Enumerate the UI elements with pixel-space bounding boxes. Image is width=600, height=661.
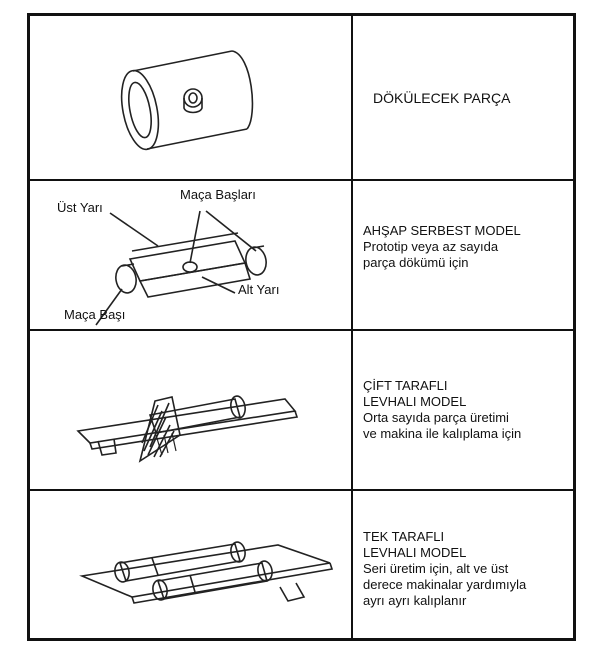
single-plate-desc-line-1: Seri üretim için, alt ve üst [363,561,509,576]
row-loose-wood-pattern: Üst Yarı Maça Başları Alt Yarı Maça Başı… [30,179,573,329]
row-single-sided-plate: TEK TARAFLI LEVHALI MODEL Seri üretim iç… [30,489,573,638]
single-plate-desc-line-3: ayrı ayrı kalıplanır [363,593,467,608]
callout-lower-half: Alt Yarı [238,282,280,297]
loose-pattern-text: AHŞAP SERBEST MODEL Prototip veya az say… [353,181,573,329]
double-plate-heading-line-2: LEVHALI MODEL [363,394,467,409]
double-plate-text: ÇİFT TARAFLI LEVHALI MODEL Orta sayıda p… [353,331,573,489]
double-plate-desc-line-2: ve makina ile kalıplama için [363,426,522,441]
single-plate-text: TEK TARAFLI LEVHALI MODEL Seri üretim iç… [353,491,573,638]
callout-core-prints: Maça Başları [180,187,256,202]
single-plate-heading-line-2: LEVHALI MODEL [363,545,467,560]
loose-pattern-drawing-cell: Üst Yarı Maça Başları Alt Yarı Maça Başı [30,181,353,329]
double-plate-heading-line-1: ÇİFT TARAFLI [363,378,448,393]
loose-pattern-heading: AHŞAP SERBEST MODEL [363,223,521,238]
loose-pattern-desc-line-2: parça dökümü için [363,255,469,270]
loose-pattern-drawing [95,210,267,326]
double-plate-drawing-cell [30,331,353,489]
row-cast-part: DÖKÜLECEK PARÇA [30,16,573,179]
single-plate-drawing-cell [30,491,353,638]
callout-upper-half: Üst Yarı [57,200,103,215]
callout-core-print: Maça Başı [64,307,126,322]
row-double-sided-plate: ÇİFT TARAFLI LEVHALI MODEL Orta sayıda p… [30,329,573,489]
cast-part-heading: DÖKÜLECEK PARÇA [373,90,511,106]
loose-pattern-desc-line-1: Prototip veya az sayıda [363,239,499,254]
single-plate-desc-line-2: derece makinalar yardımıyla [363,577,527,592]
single-plate-drawing [79,541,334,604]
double-plate-desc-line-1: Orta sayıda parça üretimi [363,410,509,425]
double-plate-drawing [76,395,299,463]
pattern-types-table: DÖKÜLECEK PARÇA [27,13,576,641]
single-plate-heading-line-1: TEK TARAFLI [363,529,445,544]
cast-part-drawing-cell [30,16,353,179]
cast-part-text: DÖKÜLECEK PARÇA [353,16,573,179]
cast-part-drawing [120,50,254,151]
